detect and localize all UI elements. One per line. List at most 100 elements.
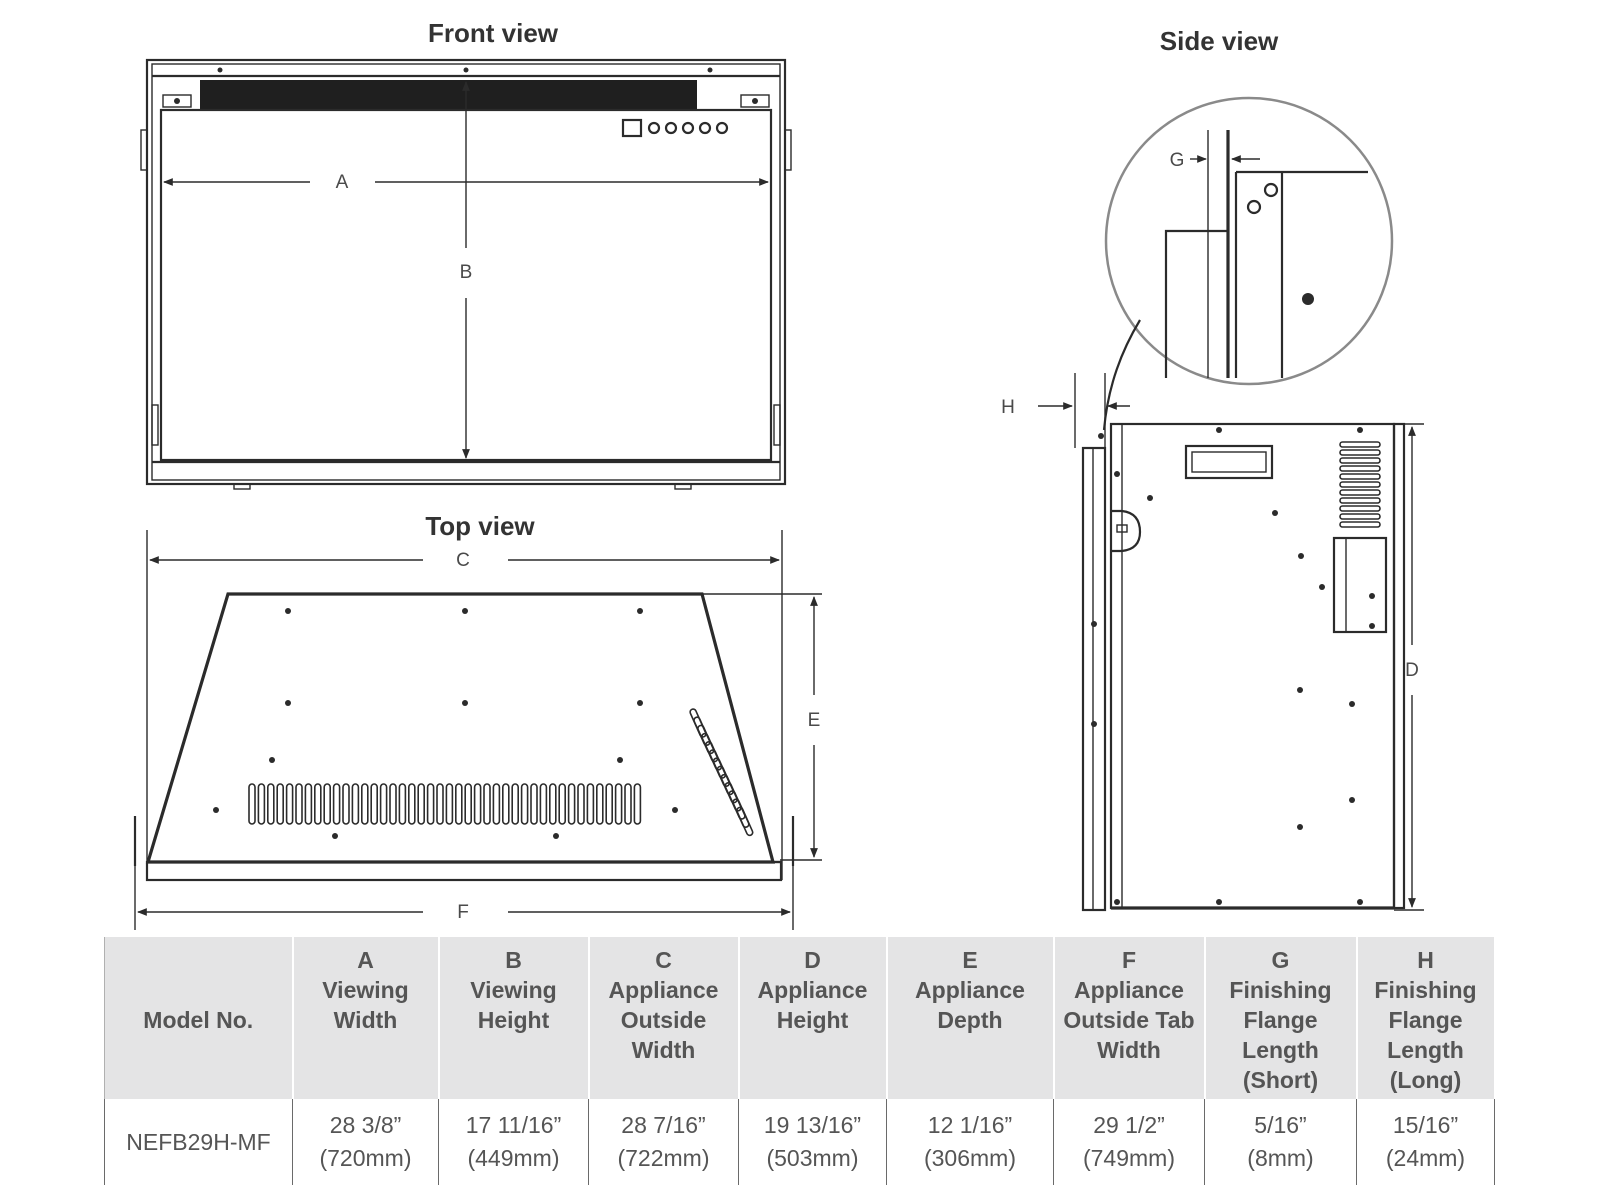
front-view: Front view [140,18,792,490]
front-bracket-screw-right [752,98,758,104]
header-col-b: B Viewing Height [438,937,590,1099]
side-screw [1357,427,1363,433]
front-view-title: Front view [428,18,559,48]
front-outer-frame [145,58,787,486]
value-imperial: 5/16” [1254,1112,1307,1138]
vent-slat [276,783,285,825]
vent-slat [492,783,501,825]
vent-slat [1339,457,1381,464]
side-screw [1098,433,1104,439]
vent-slat [567,783,576,825]
side-screw [1369,623,1375,629]
side-screw [1216,427,1222,433]
header-code: A [357,947,374,973]
vent-slat [379,783,388,825]
vent-slat [313,783,322,825]
header-model: Model No. [104,937,294,1099]
top-screw [637,608,643,614]
top-screw [462,700,468,706]
value-metric: (503mm) [766,1145,859,1171]
value-metric: (24mm) [1385,1145,1466,1171]
header-code: B [505,947,522,973]
header-code: F [1121,947,1137,973]
value-imperial: 19 13/16” [763,1112,862,1138]
vent-slat [605,783,614,825]
top-rear-vent [248,783,642,825]
top-body-outline [145,592,776,864]
front-bracket-left [162,94,192,108]
side-screw [1114,899,1120,905]
side-screw [1349,797,1355,803]
dim-a-label: A [336,172,349,193]
dim-g-label: G [1170,150,1185,171]
detail-rivet [1302,293,1314,305]
front-side-tab-right-low [773,404,781,446]
vent-slat [332,783,341,825]
value-cell-g: 5/16” (8mm) [1204,1099,1357,1185]
top-side-grille [689,708,754,837]
side-junction-box [1332,536,1388,634]
control-button [698,121,712,135]
table-header-row: Model No. A Viewing Width B Viewing Height… [104,937,1496,1099]
vent-slat [530,783,538,825]
vent-slat [436,783,444,825]
vent-slat [1339,441,1381,448]
front-side-tab-left-low [151,404,159,446]
top-front-frame [145,860,783,882]
vent-slat [473,783,482,825]
header-col-a: A Viewing Width [292,937,440,1099]
header-code: C [655,947,672,973]
side-screw [1357,899,1363,905]
side-handle [1184,444,1274,480]
header-name: Viewing Height [470,977,557,1033]
vent-slat [417,783,426,825]
value-cell-d: 19 13/16” (503mm) [738,1099,887,1185]
value-cell-e: 12 1/16”(306mm) [886,1099,1054,1185]
vent-slat [633,783,642,825]
vent-slat [351,783,360,825]
value-imperial: 15/16” [1392,1112,1459,1138]
front-bracket-right [740,94,770,108]
side-screw [1147,495,1153,501]
vent-slat [1339,481,1381,488]
vent-slat [1339,513,1381,520]
vent-slat [577,783,585,825]
dim-f-label: F [457,902,469,923]
vent-slat [548,783,557,825]
table-row: NEFB29H-MF 28 3/8”(720mm) 17 11/16”(449m… [104,1099,1495,1185]
front-top-vent [200,80,697,110]
detail-magnifier: G [1104,96,1394,386]
top-screw [637,700,643,706]
front-screw [707,67,713,73]
header-name: Appliance Outside Width [608,977,719,1063]
control-button [715,121,729,135]
vent-slat [407,783,416,825]
detail-screw [1246,199,1262,215]
header-name: Finishing Flange Length (Short) [1229,977,1332,1093]
header-name: Viewing Width [322,977,409,1033]
side-body-outline [1109,422,1396,910]
vent-slat [360,783,369,825]
vent-slat [464,783,473,825]
side-view-title: Side view [1160,26,1279,56]
dim-b-label: B [460,262,473,283]
side-screw [1369,593,1375,599]
control-display [621,118,643,138]
vent-slat [295,783,303,825]
front-side-tab-left [140,129,148,171]
vent-slat [304,783,313,825]
side-rear-vent [1339,441,1381,528]
value-imperial: 29 1/2” [1093,1112,1165,1138]
top-screw [462,608,468,614]
value-metric: (8mm) [1247,1145,1314,1171]
top-screw [553,833,559,839]
top-screw [285,608,291,614]
side-rear-post [1392,422,1406,910]
vent-slat [342,783,350,825]
front-side-tab-right [784,129,792,171]
top-view: Top view C E [133,511,822,930]
